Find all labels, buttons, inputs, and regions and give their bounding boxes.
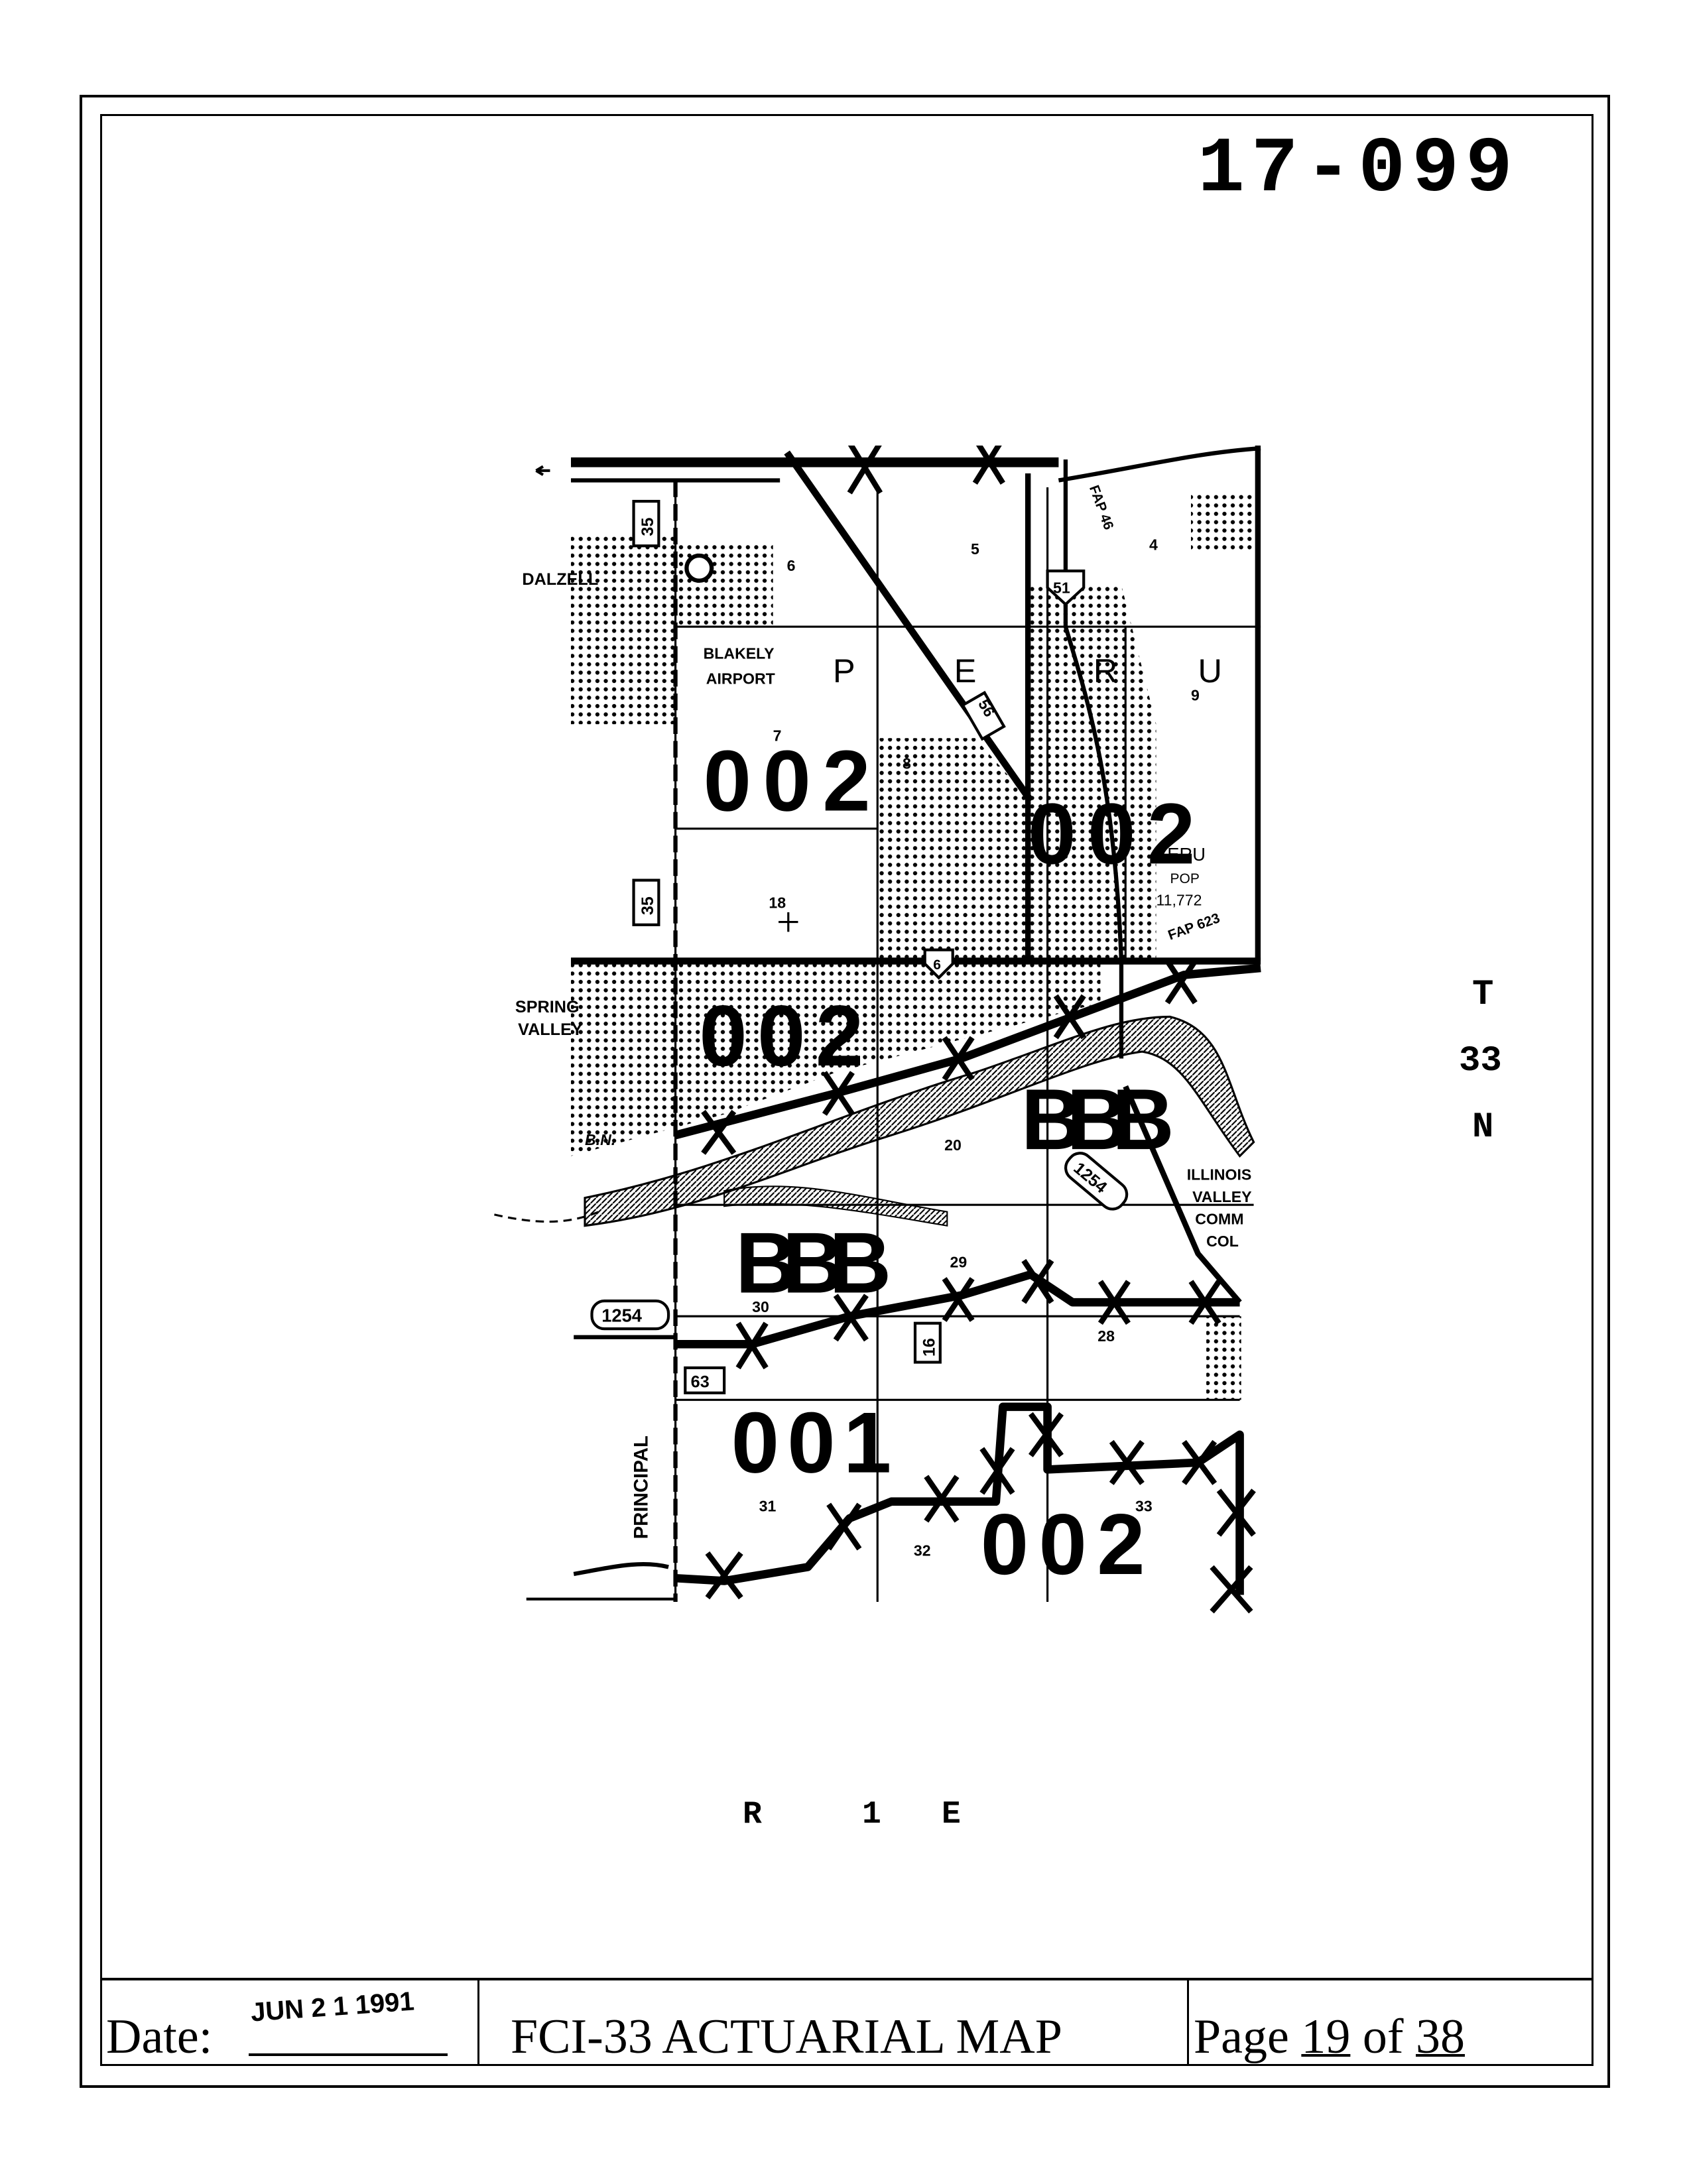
rating-zones: 002 002 002 BBB BBB 001 002 xyxy=(699,733,1195,1593)
page-current: 19 xyxy=(1301,2010,1351,2064)
inner-border xyxy=(100,114,1593,2066)
section-5: 5 xyxy=(971,540,979,558)
railroad-label: B.N. xyxy=(585,1131,615,1148)
zone-label-001: 001 xyxy=(731,1394,892,1491)
section-18: 18 xyxy=(769,894,786,912)
route-35-label-2: 35 xyxy=(639,896,657,915)
spring-label-1: SPRING xyxy=(515,998,580,1016)
township-t: T xyxy=(1472,975,1494,1015)
section-8: 8 xyxy=(903,755,911,772)
airport-label-1: BLAKELY xyxy=(704,644,775,662)
section-33: 33 xyxy=(1135,1497,1153,1514)
arrow-icon xyxy=(535,465,550,476)
range-e: E xyxy=(942,1797,961,1833)
section-32: 32 xyxy=(914,1542,931,1559)
dalzell-label: DALZELL xyxy=(522,570,598,589)
peru-small-label: ERU xyxy=(1167,844,1206,865)
map-title: FCI-33 ACTUARIAL MAP xyxy=(511,2010,1062,2064)
principal-meridian-label: PRINCIPAL xyxy=(631,1435,653,1539)
route-51-label: 51 xyxy=(1053,579,1070,597)
section-4: 4 xyxy=(1149,536,1158,554)
peru-letter-r: R xyxy=(1093,652,1117,690)
peru-letter-u: U xyxy=(1198,652,1222,690)
zone-label-002: 002 xyxy=(1028,785,1195,882)
route-35-label: 35 xyxy=(639,518,657,536)
township-n: N xyxy=(1472,1107,1494,1148)
page-indicator: Page 19 of 38 xyxy=(1194,2009,1465,2065)
page-of: of xyxy=(1362,2010,1404,2064)
section-numbers: 4 5 6 7 8 9 18 20 28 29 30 31 32 33 xyxy=(752,536,1200,1559)
footer-divider-1 xyxy=(477,1978,479,2064)
footer-divider xyxy=(100,1978,1592,1980)
population-label: POP xyxy=(1170,871,1199,886)
college-label-2: VALLEY xyxy=(1192,1188,1252,1205)
spring-label-2: VALLEY xyxy=(518,1020,583,1039)
route-63-label: 63 xyxy=(691,1372,710,1391)
fap-623-label: FAP 623 xyxy=(1166,910,1221,943)
route-16-label: 16 xyxy=(920,1338,938,1357)
airport-icon xyxy=(684,553,714,583)
page-total: 38 xyxy=(1416,2010,1466,2064)
section-6: 6 xyxy=(787,557,796,574)
section-7: 7 xyxy=(773,727,782,744)
college-label-1: ILLINOIS xyxy=(1187,1166,1252,1183)
fap-46-label: FAP 46 xyxy=(1086,483,1116,532)
zone-label-002: 002 xyxy=(699,987,863,1084)
college-label-3: COMM xyxy=(1195,1211,1243,1228)
zone-label-bbb: BBB xyxy=(1021,1071,1174,1168)
section-9: 9 xyxy=(1191,687,1200,704)
peru-letter-e: E xyxy=(954,652,977,690)
airport-label-2: AIRPORT xyxy=(706,670,775,687)
zone-label-002: 002 xyxy=(981,1496,1145,1593)
outer-border xyxy=(80,95,1610,2088)
place-labels: DALZELL BLAKELY AIRPORT SPRING VALLEY P … xyxy=(515,570,1252,1539)
population-value: 11,772 xyxy=(1156,891,1202,908)
section-30: 30 xyxy=(752,1298,769,1315)
zone-label-002: 002 xyxy=(704,733,871,829)
zone-label-bbb: BBB xyxy=(735,1215,891,1311)
date-label: Date: xyxy=(106,2010,213,2064)
date-underline xyxy=(249,2053,448,2056)
range-number: 1 xyxy=(862,1797,881,1833)
boundary-x-marks xyxy=(701,446,1256,1614)
route-1254-label: 1254 xyxy=(601,1305,643,1326)
actuarial-map: 35 35 51 56 6 1254 1254 16 63 FAP 46 FAP… xyxy=(494,446,1261,1614)
peru-letter-p: P xyxy=(833,652,855,690)
college-label-4: COL xyxy=(1206,1233,1239,1250)
sheet-number: 17-099 xyxy=(1198,126,1519,214)
page-label: Page xyxy=(1194,2010,1289,2064)
township-number: 33 xyxy=(1459,1041,1502,1081)
route-6-label: 6 xyxy=(933,957,941,973)
section-grid xyxy=(494,487,1261,1602)
footer-divider-2 xyxy=(1187,1978,1189,2064)
section-31: 31 xyxy=(759,1497,777,1514)
section-28: 28 xyxy=(1097,1327,1115,1345)
section-29: 29 xyxy=(950,1254,968,1271)
highways xyxy=(526,446,1261,1602)
section-20: 20 xyxy=(944,1136,962,1154)
range-r: R xyxy=(743,1797,762,1833)
